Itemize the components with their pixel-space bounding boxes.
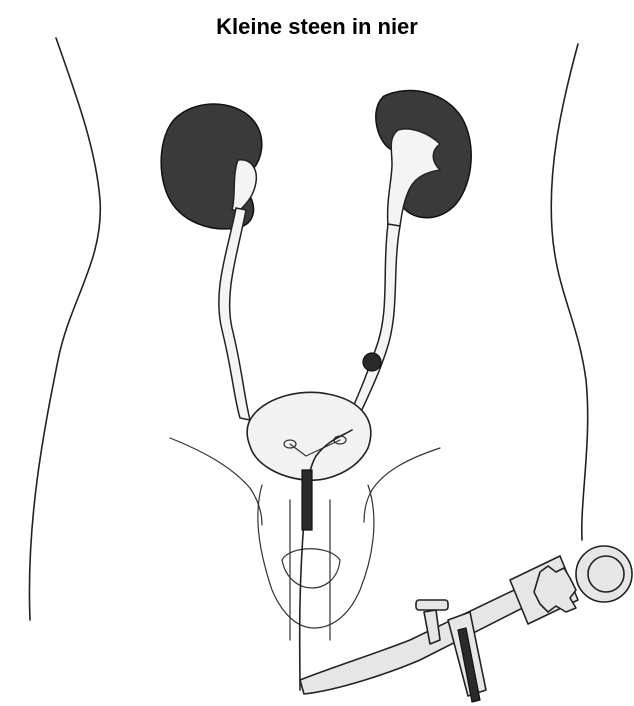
ureter-right xyxy=(344,224,400,432)
bladder xyxy=(247,392,371,480)
groin-line-left xyxy=(170,438,262,525)
ureteroscope-valve xyxy=(416,600,448,610)
ureteroscope-eyepiece-inner xyxy=(588,556,624,592)
urethral-catheter xyxy=(302,470,312,530)
ureteroscope-gear xyxy=(534,566,576,612)
groin-line-right xyxy=(364,448,440,522)
kidney-stone xyxy=(363,353,381,371)
body-outline-right xyxy=(551,44,587,540)
body-outline-left xyxy=(29,38,100,620)
glans-shape xyxy=(282,549,340,588)
ureter-left xyxy=(219,208,250,420)
genital-outline xyxy=(258,485,374,628)
